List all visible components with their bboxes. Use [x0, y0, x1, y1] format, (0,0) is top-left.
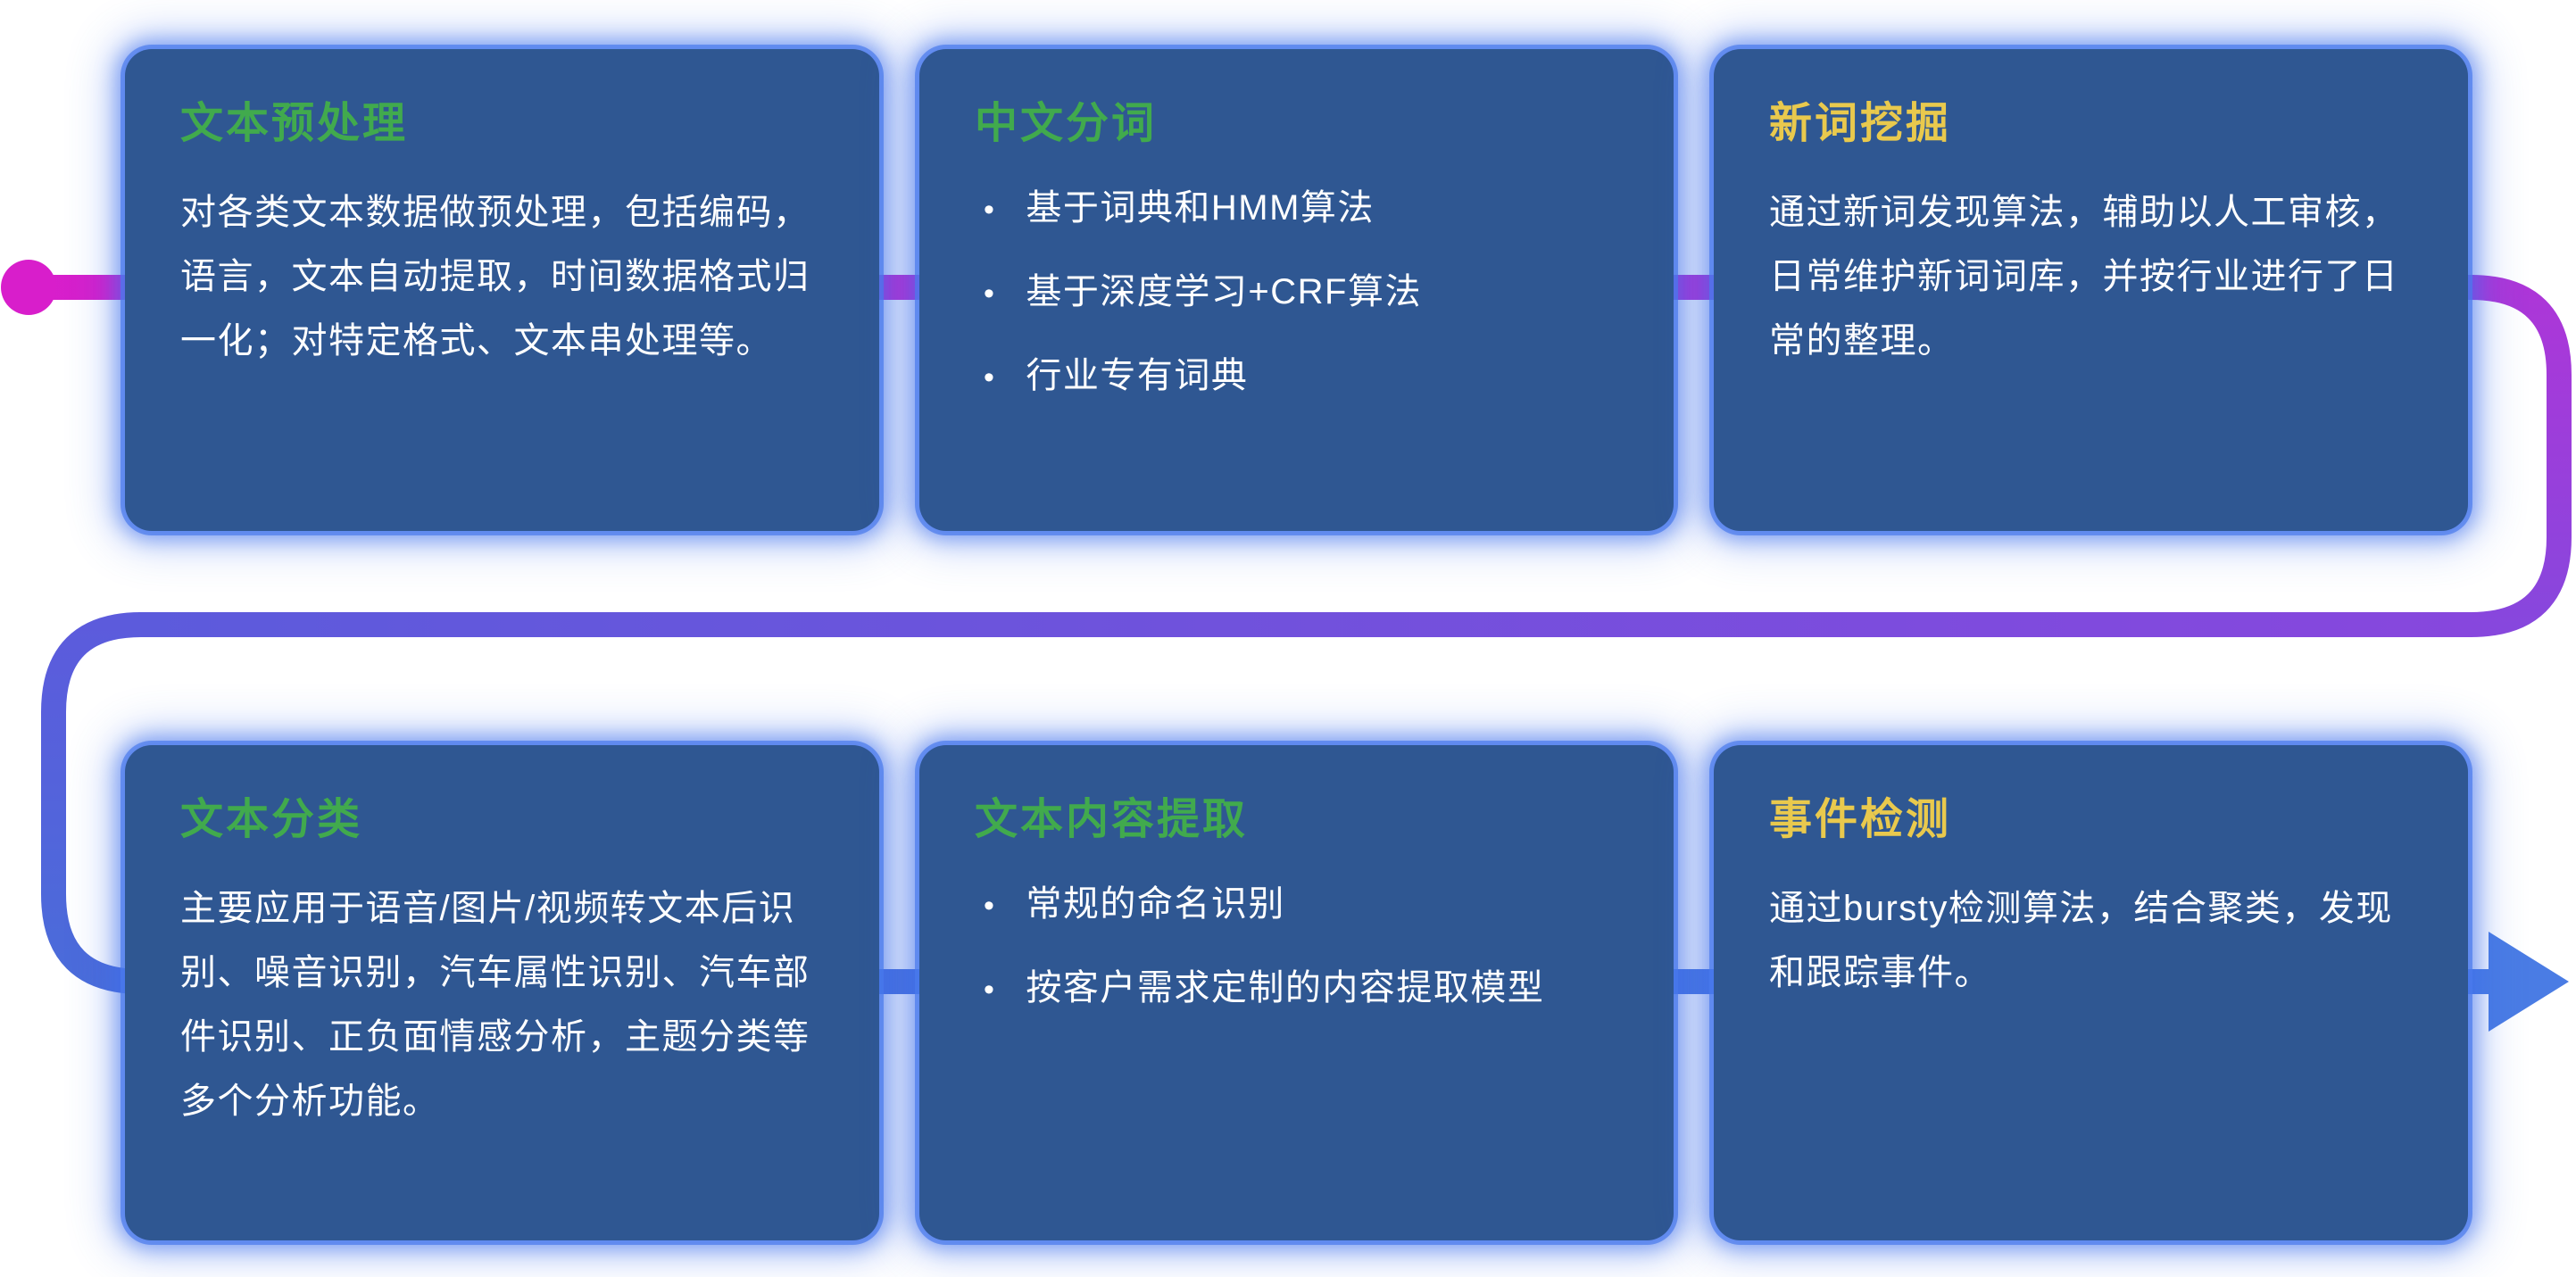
card-body: 通过新词发现算法，辅助以人工审核，日常维护新词词库，并按行业进行了日常的整理。: [1769, 193, 2399, 361]
card-title: 文本内容提取: [975, 796, 1249, 843]
start-dot-icon: [1, 260, 56, 315]
bullet-item: 常规的命名识别: [975, 876, 1618, 932]
bullet-item: 行业专有词典: [975, 348, 1618, 403]
card-title: 文本分类: [180, 796, 363, 843]
bullet-item: 按客户需求定制的内容提取模型: [975, 960, 1618, 1016]
card-body: 主要应用于语音/图片/视频转文本后识别、噪音识别，汽车属性识别、汽车部件识别、正…: [180, 889, 810, 1122]
card-text-preprocessing: 文本预处理 对各类文本数据做预处理，包括编码，语言，文本自动提取，时间数据格式归…: [125, 49, 879, 531]
card-body: 对各类文本数据做预处理，包括编码，语言，文本自动提取，时间数据格式归一化；对特定…: [180, 193, 810, 361]
card-text-classification: 文本分类 主要应用于语音/图片/视频转文本后识别、噪音识别，汽车属性识别、汽车部…: [125, 745, 879, 1240]
card-event-detection: 事件检测 通过bursty检测算法，结合聚类，发现和跟踪事件。: [1714, 745, 2468, 1240]
card-body: 通过bursty检测算法，结合聚类，发现和跟踪事件。: [1769, 889, 2393, 993]
card-title: 文本预处理: [180, 100, 409, 147]
bullet-list: 基于词典和HMM算法 基于深度学习+CRF算法 行业专有词典: [975, 180, 1618, 403]
end-arrow-icon: [2489, 932, 2569, 1032]
card-new-word-mining: 新词挖掘 通过新词发现算法，辅助以人工审核，日常维护新词词库，并按行业进行了日常…: [1714, 49, 2468, 531]
bullet-list: 常规的命名识别 按客户需求定制的内容提取模型: [975, 876, 1618, 1016]
card-title: 事件检测: [1769, 796, 1952, 843]
card-title: 新词挖掘: [1769, 100, 1952, 147]
bullet-item: 基于词典和HMM算法: [975, 180, 1618, 236]
flow-left-turn: [41, 612, 142, 994]
card-chinese-word-segmentation: 中文分词 基于词典和HMM算法 基于深度学习+CRF算法 行业专有词典: [919, 49, 1674, 531]
flow-right-turn: [2470, 275, 2572, 637]
card-text-content-extraction: 文本内容提取 常规的命名识别 按客户需求定制的内容提取模型: [919, 745, 1674, 1240]
bullet-item: 基于深度学习+CRF算法: [975, 264, 1618, 319]
card-title: 中文分词: [975, 100, 1158, 147]
